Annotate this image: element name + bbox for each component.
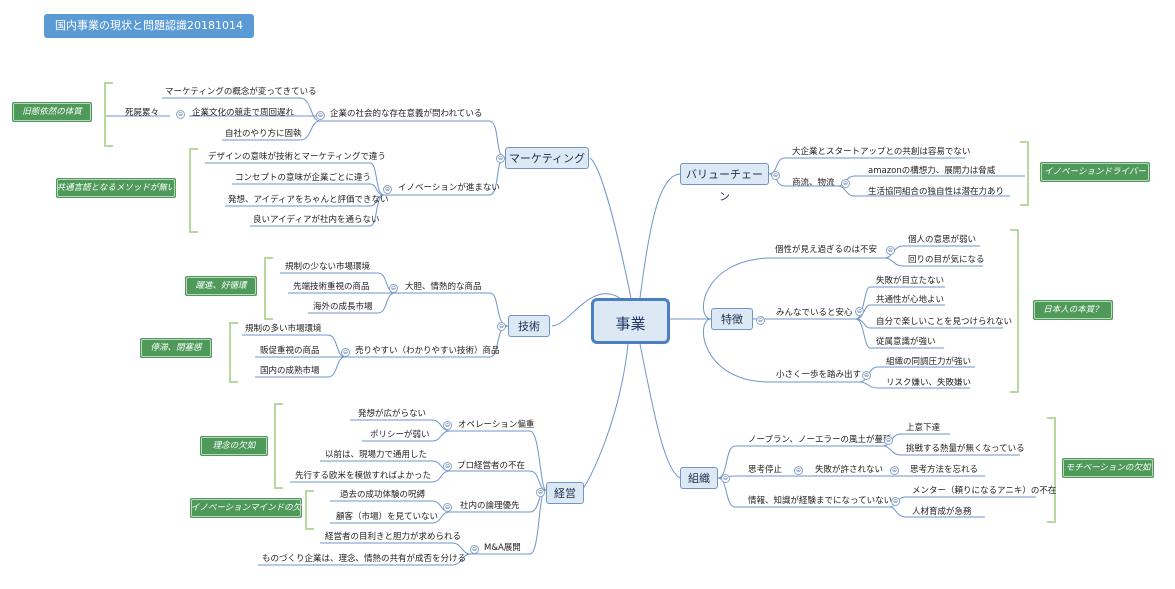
collapse-toggle-icon[interactable]: ⊖: [316, 111, 325, 120]
node-value-chain[interactable]: バリューチェーン: [680, 163, 769, 203]
node-marketing[interactable]: マーケティング: [505, 147, 589, 169]
leaf-item: 思考方法を忘れる: [910, 465, 979, 475]
leaf-item: 自分で楽しいことを見つけられない: [876, 317, 1013, 327]
collapse-toggle-icon[interactable]: ⊖: [721, 474, 730, 483]
collapse-toggle-icon[interactable]: ⊖: [756, 316, 765, 325]
collapse-toggle-icon[interactable]: ⊖: [862, 371, 871, 380]
collapse-toggle-icon[interactable]: ⊖: [470, 545, 479, 554]
tag-japanese-nature: 日本人の本質？: [1033, 300, 1113, 320]
collapse-toggle-icon[interactable]: ⊖: [771, 171, 780, 180]
leaf-item: 国内の成熟市場: [260, 366, 320, 376]
tag-old-culture: 旧態依然の体質: [12, 102, 92, 122]
tag-no-innovation-mind: イノベーションマインドの欠如: [190, 498, 302, 533]
leaf-item: ものづくり企業は、理念、情熱の共有が成否を分ける: [262, 554, 467, 564]
leaf-item: 失敗が目立たない: [876, 276, 945, 286]
collapse-toggle-icon[interactable]: ⊖: [443, 503, 452, 512]
leaf-item: 海外の成長市場: [313, 302, 373, 312]
leaf-item: 発想が広がらない: [358, 409, 427, 419]
collapse-toggle-icon[interactable]: ⊖: [176, 110, 185, 119]
leaf-item: 良いアイディアが社内を通らない: [253, 215, 380, 225]
branch-label: 大胆、情熱的な商品: [405, 282, 482, 292]
node-org[interactable]: 組織: [680, 467, 718, 489]
leaf-item: 回りの目が気になる: [908, 255, 985, 265]
branch-label: ノープラン、ノーエラーの風土が蔓延: [748, 435, 892, 445]
branch-label: 売りやすい（わかりやすい技術）商品: [355, 346, 500, 356]
collapse-toggle-icon[interactable]: ⊖: [891, 497, 900, 506]
tag-stagnation: 停滞、閉塞感: [140, 338, 212, 358]
branch-label: 失敗が許されない: [815, 465, 884, 475]
leaf-item: 従属意識が強い: [876, 337, 936, 347]
node-tech[interactable]: 技術: [508, 315, 550, 337]
leaf-item: 以前は、現場力で通用した: [325, 450, 428, 460]
leaf-item: デザインの意味が技術とマーケティングで違う: [208, 152, 386, 162]
collapse-toggle-icon[interactable]: ⊖: [841, 179, 850, 188]
leaf-item: 共通性が心地よい: [876, 295, 945, 305]
collapse-toggle-icon[interactable]: ⊖: [341, 348, 350, 357]
collapse-toggle-icon[interactable]: ⊖: [443, 462, 452, 471]
leaf-item: 自社のやり方に固執: [225, 129, 302, 139]
diagram-title: 国内事業の現状と問題認識20181014: [44, 14, 254, 38]
collapse-toggle-icon[interactable]: ⊖: [389, 284, 398, 293]
tag-no-philosophy: 理念の欠如: [200, 436, 268, 456]
leaf-item: 生活協同組合の独自性は潜在力あり: [868, 187, 1005, 197]
collapse-toggle-icon[interactable]: ⊖: [497, 322, 506, 331]
collapse-toggle-icon[interactable]: ⊖: [886, 246, 895, 255]
branch-label: みんなでいると安心: [776, 308, 853, 318]
collapse-toggle-icon[interactable]: ⊖: [536, 488, 545, 497]
leaf-item: 上意下達: [906, 423, 941, 433]
branch-label: オペレーション偏重: [458, 420, 535, 430]
tag-no-common-method: 共通言語となるメソッドが無い: [56, 178, 176, 198]
leaf-item: 死屍累々: [125, 108, 160, 118]
collapse-toggle-icon[interactable]: ⊖: [855, 307, 864, 316]
leaf-item: 顧客（市場）を見ていない: [336, 512, 439, 522]
branch-label: プロ経営者の不在: [457, 461, 526, 471]
branch-label: 小さく一歩を踏み出す: [776, 370, 862, 380]
branch-label: イノベーションが進まない: [398, 183, 500, 193]
tag-progress: 躍進、好循環: [185, 276, 257, 296]
collapse-toggle-icon[interactable]: ⊖: [383, 185, 392, 194]
leaf-item: ポリシーが弱い: [370, 430, 430, 440]
tag-innovation-driver: イノベーションドライバーか？: [1040, 162, 1150, 197]
center-node[interactable]: 事業: [591, 298, 670, 344]
leaf-item: 規制の少ない市場環境: [285, 262, 371, 272]
branch-label: 企業の社会的な存在意義が問われている: [330, 109, 483, 119]
leaf-item: 大企業とスタートアップとの共創は容易でない: [792, 147, 971, 157]
collapse-toggle-icon[interactable]: ⊖: [884, 436, 893, 445]
leaf-item: 組織の同調圧力が強い: [886, 357, 972, 367]
branch-label: 情報、知識が経験までになっていない: [748, 496, 893, 506]
branch-label: 社内の論理優先: [460, 501, 520, 511]
leaf-item: amazonの構想力、展開力は脅威: [868, 166, 996, 176]
leaf-item: 経営者の目利きと胆力が求められる: [325, 532, 462, 542]
collapse-toggle-icon[interactable]: ⊖: [890, 466, 899, 475]
node-management[interactable]: 経営: [546, 482, 584, 504]
leaf-item: 挑戦する熱量が無くなっている: [906, 444, 1025, 454]
leaf-item: 過去の成功体験の呪縛: [340, 490, 426, 500]
tag-no-motivation: モチベーションの欠如: [1062, 458, 1154, 478]
leaf-item: 先端技術重視の商品: [293, 282, 370, 292]
leaf-item: マーケティングの概念が変ってきている: [165, 87, 317, 97]
branch-label: 商流、物流: [792, 178, 835, 188]
leaf-item: 企業文化の競走で周回遅れ: [192, 108, 295, 118]
collapse-toggle-icon[interactable]: ⊖: [443, 421, 452, 430]
leaf-item: 発想、アイディアをちゃんと評価できない: [228, 195, 389, 205]
collapse-toggle-icon[interactable]: ⊖: [794, 466, 803, 475]
leaf-item: メンター（頼りになるアニキ）の不在: [912, 486, 1057, 496]
leaf-item: 販促重視の商品: [260, 346, 320, 356]
collapse-toggle-icon[interactable]: ⊖: [496, 154, 505, 163]
leaf-item: リスク嫌い、失敗嫌い: [886, 378, 972, 388]
branch-label: M&A展開: [484, 543, 521, 553]
branch-label: 思考停止: [748, 465, 783, 475]
leaf-item: 人材育成が急務: [912, 507, 972, 517]
leaf-item: 個人の意思が弱い: [908, 235, 977, 245]
leaf-item: コンセプトの意味が企業ごとに違う: [235, 173, 372, 183]
node-feature[interactable]: 特徴: [711, 308, 753, 330]
branch-label: 個性が見え過ぎるのは不安: [775, 245, 878, 255]
leaf-item: 先行する欧米を模倣すればよかった: [295, 471, 432, 481]
leaf-item: 規制の多い市場環境: [245, 324, 322, 334]
